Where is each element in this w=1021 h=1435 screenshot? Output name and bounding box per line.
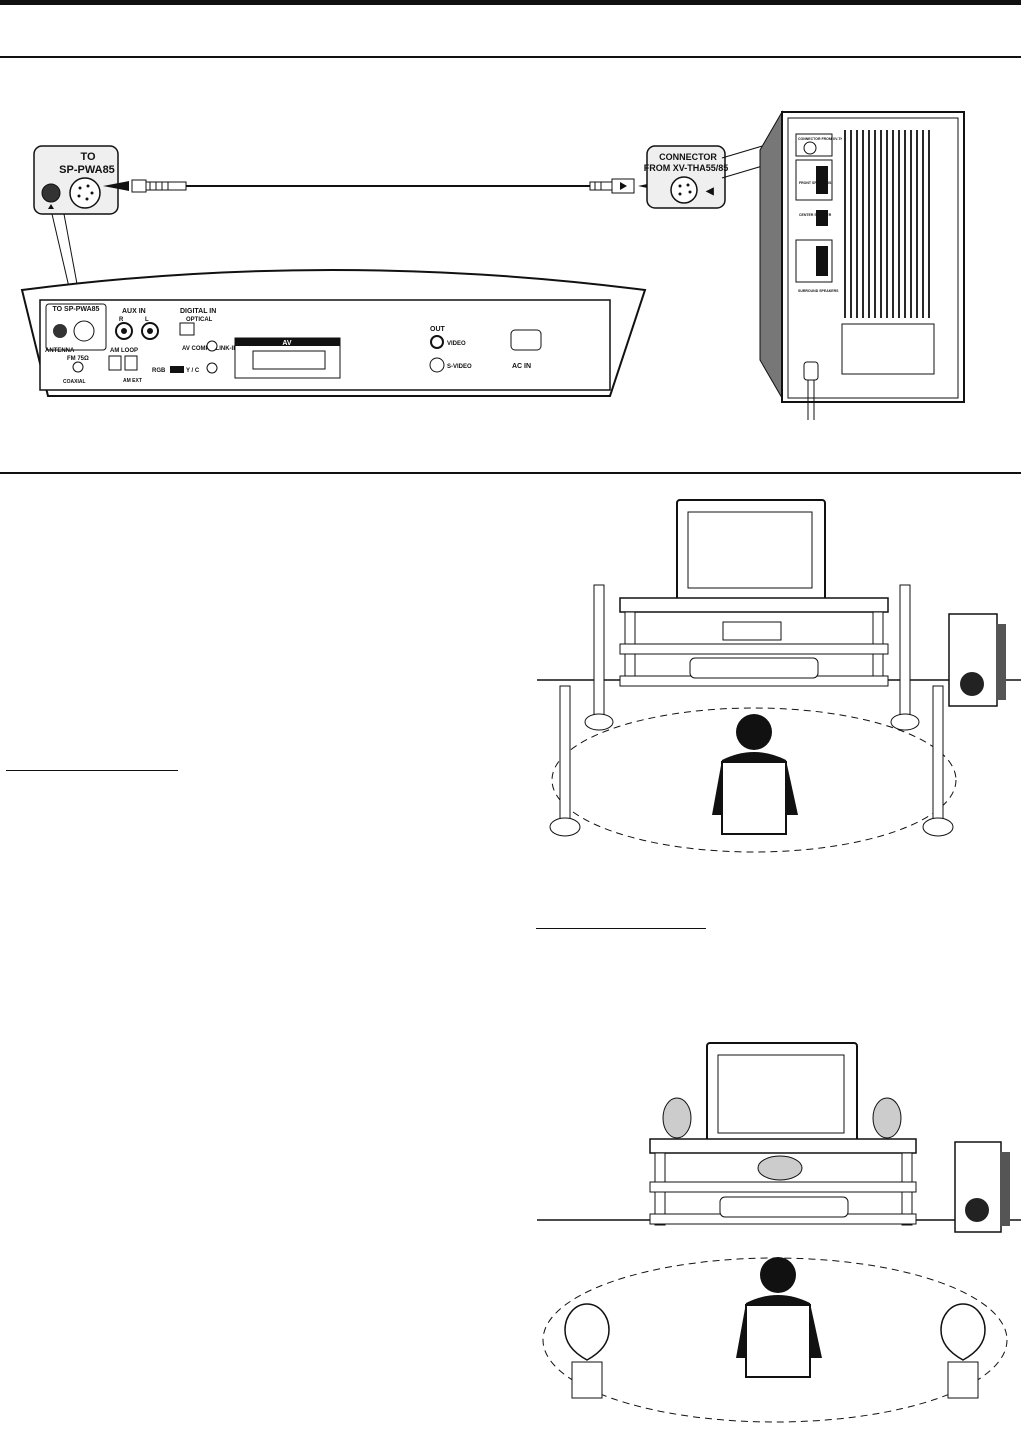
layout1-floor xyxy=(537,679,1021,853)
layout1-tv xyxy=(676,499,826,601)
fm-label: FM 75Ω xyxy=(67,356,89,362)
layout1-front-speakers xyxy=(584,584,920,731)
section-rule-2 xyxy=(0,472,1021,474)
section-rule-1 xyxy=(0,56,1021,58)
control-cable xyxy=(103,178,666,194)
layout2-subwoofer xyxy=(954,1141,1010,1233)
layout2-front-speakers xyxy=(662,1097,902,1139)
top-rule xyxy=(0,0,1021,5)
callout-from-receiver: CONNECTOR FROM XV-THA55/85 ◀ xyxy=(644,135,797,209)
am-ext-label: AM EXT xyxy=(123,378,142,384)
aux-l-label: L xyxy=(145,317,149,323)
aux-r-label: R xyxy=(119,317,124,323)
layout2-rack xyxy=(649,1138,917,1226)
out-label: OUT xyxy=(430,326,446,333)
callout-model-label: SP-PWA85 xyxy=(59,164,115,176)
sub-connector-label: CONNECTOR FROM XV-THA55/85 xyxy=(798,137,854,141)
underline-accent-1 xyxy=(6,770,178,771)
sub-center-label: CENTER SPEAKER xyxy=(799,213,832,217)
layout2-floor xyxy=(537,1219,1021,1423)
layout1-surround-speakers xyxy=(549,685,954,837)
sub-front-speaker-label: FRONT SPEAKERS xyxy=(799,181,832,185)
layout1-listener xyxy=(712,714,798,835)
sub-surround-label: SURROUND SPEAKERS xyxy=(798,289,839,293)
layout2-tv xyxy=(706,1042,858,1144)
callout-to-subwoofer: TO SP-PWA85 xyxy=(33,145,119,301)
ac-in-label: AC IN xyxy=(512,363,531,370)
callout-connector-label: CONNECTOR xyxy=(659,152,717,162)
yc-label: Y / C xyxy=(186,368,200,374)
av-scart-label: AV xyxy=(282,340,292,347)
subwoofer-rear: CONNECTOR FROM XV-THA55/85 FRONT SPEAKER… xyxy=(759,110,965,420)
coaxial-label: COAXIAL xyxy=(63,379,86,385)
video-label: VIDEO xyxy=(447,341,466,347)
callout-to-label: TO xyxy=(80,151,96,163)
layout2-surround-speakers xyxy=(564,1303,986,1399)
panel-to-spp-label: TO SP-PWA85 xyxy=(53,306,100,313)
layout1-subwoofer xyxy=(948,613,1006,707)
antenna-label: ANTENNA xyxy=(45,348,75,354)
underline-accent-2 xyxy=(536,928,706,929)
aux-in-label: AUX IN xyxy=(122,308,146,315)
connection-diagram: TO SP-PWA85 CONNECTOR FROM XV-THA55/85 ◀ xyxy=(20,110,965,420)
digital-in-label: DIGITAL IN xyxy=(180,308,216,315)
layout2-listener xyxy=(736,1257,822,1378)
optical-label: OPTICAL xyxy=(186,317,213,323)
rgb-label: RGB xyxy=(152,368,166,374)
s-video-label: S-VIDEO xyxy=(447,364,472,370)
callout-from-label: FROM XV-THA55/85 xyxy=(644,163,729,173)
receiver-rear-panel: TO SP-PWA85 AUX IN R L DIGITAL IN OPTICA… xyxy=(20,269,647,397)
callout-arrow-glyph: ◀ xyxy=(705,186,714,197)
am-loop-label: AM LOOP xyxy=(110,348,138,354)
layout1-rack xyxy=(619,597,889,687)
